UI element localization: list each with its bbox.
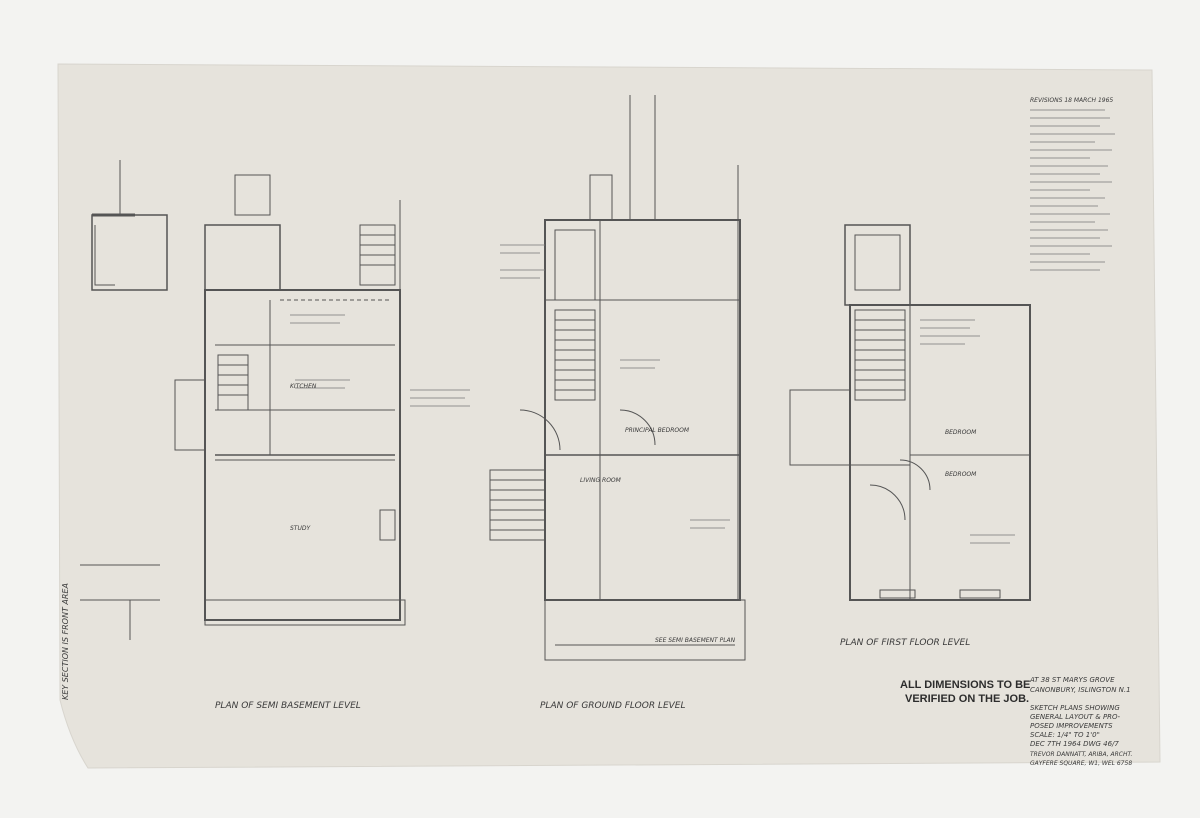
title-architect-1: TREVOR DANNATT, ARIBA, ARCHT. xyxy=(1030,751,1132,758)
ground-floor-title: PLAN OF GROUND FLOOR LEVEL xyxy=(540,701,686,711)
ground-floor-plan xyxy=(489,95,746,661)
first-floor-plan xyxy=(789,224,1031,601)
title-desc-2: GENERAL LAYOUT & PRO- xyxy=(1030,713,1121,721)
annotation-lines xyxy=(290,109,1115,544)
title-architect-2: GAYFERE SQUARE, W1, WEL 6758 xyxy=(1030,760,1132,767)
semi-basement-title: PLAN OF SEMI BASEMENT LEVEL xyxy=(215,701,361,711)
room-bedroom-2: BEDROOM xyxy=(945,471,977,478)
see-semi-basement-note: SEE SEMI BASEMENT PLAN xyxy=(655,637,736,644)
dimensions-notice-2: VERIFIED ON THE JOB. xyxy=(905,693,1029,705)
title-scale: SCALE: 1/4" TO 1'0" xyxy=(1030,731,1100,739)
title-address-2: CANONBURY, ISLINGTON N.1 xyxy=(1030,686,1131,694)
dimensions-notice-1: ALL DIMENSIONS TO BE xyxy=(900,679,1030,691)
title-desc-3: POSED IMPROVEMENTS xyxy=(1030,722,1113,730)
semi-basement-plan xyxy=(174,174,406,626)
key-section-label: KEY SECTION IS FRONT AREA xyxy=(61,583,70,700)
room-study: STUDY xyxy=(290,525,311,532)
title-address-1: AT 38 ST MARYS GROVE xyxy=(1029,676,1115,684)
title-block: AT 38 ST MARYS GROVE CANONBURY, ISLINGTO… xyxy=(1029,676,1132,767)
revisions-header: REVISIONS 18 MARCH 1965 xyxy=(1030,97,1113,104)
key-section xyxy=(80,160,168,640)
title-desc-1: SKETCH PLANS SHOWING xyxy=(1030,704,1120,712)
room-bedroom-1: BEDROOM xyxy=(945,429,977,436)
title-date: DEC 7TH 1964 DWG 46/7 xyxy=(1030,740,1119,748)
tracing-paper xyxy=(57,63,1161,769)
room-living-room: LIVING ROOM xyxy=(580,477,622,484)
first-floor-title: PLAN OF FIRST FLOOR LEVEL xyxy=(840,638,970,648)
room-principal-bedroom: PRINCIPAL BEDROOM xyxy=(625,427,690,434)
room-kitchen: KITCHEN xyxy=(290,383,317,390)
